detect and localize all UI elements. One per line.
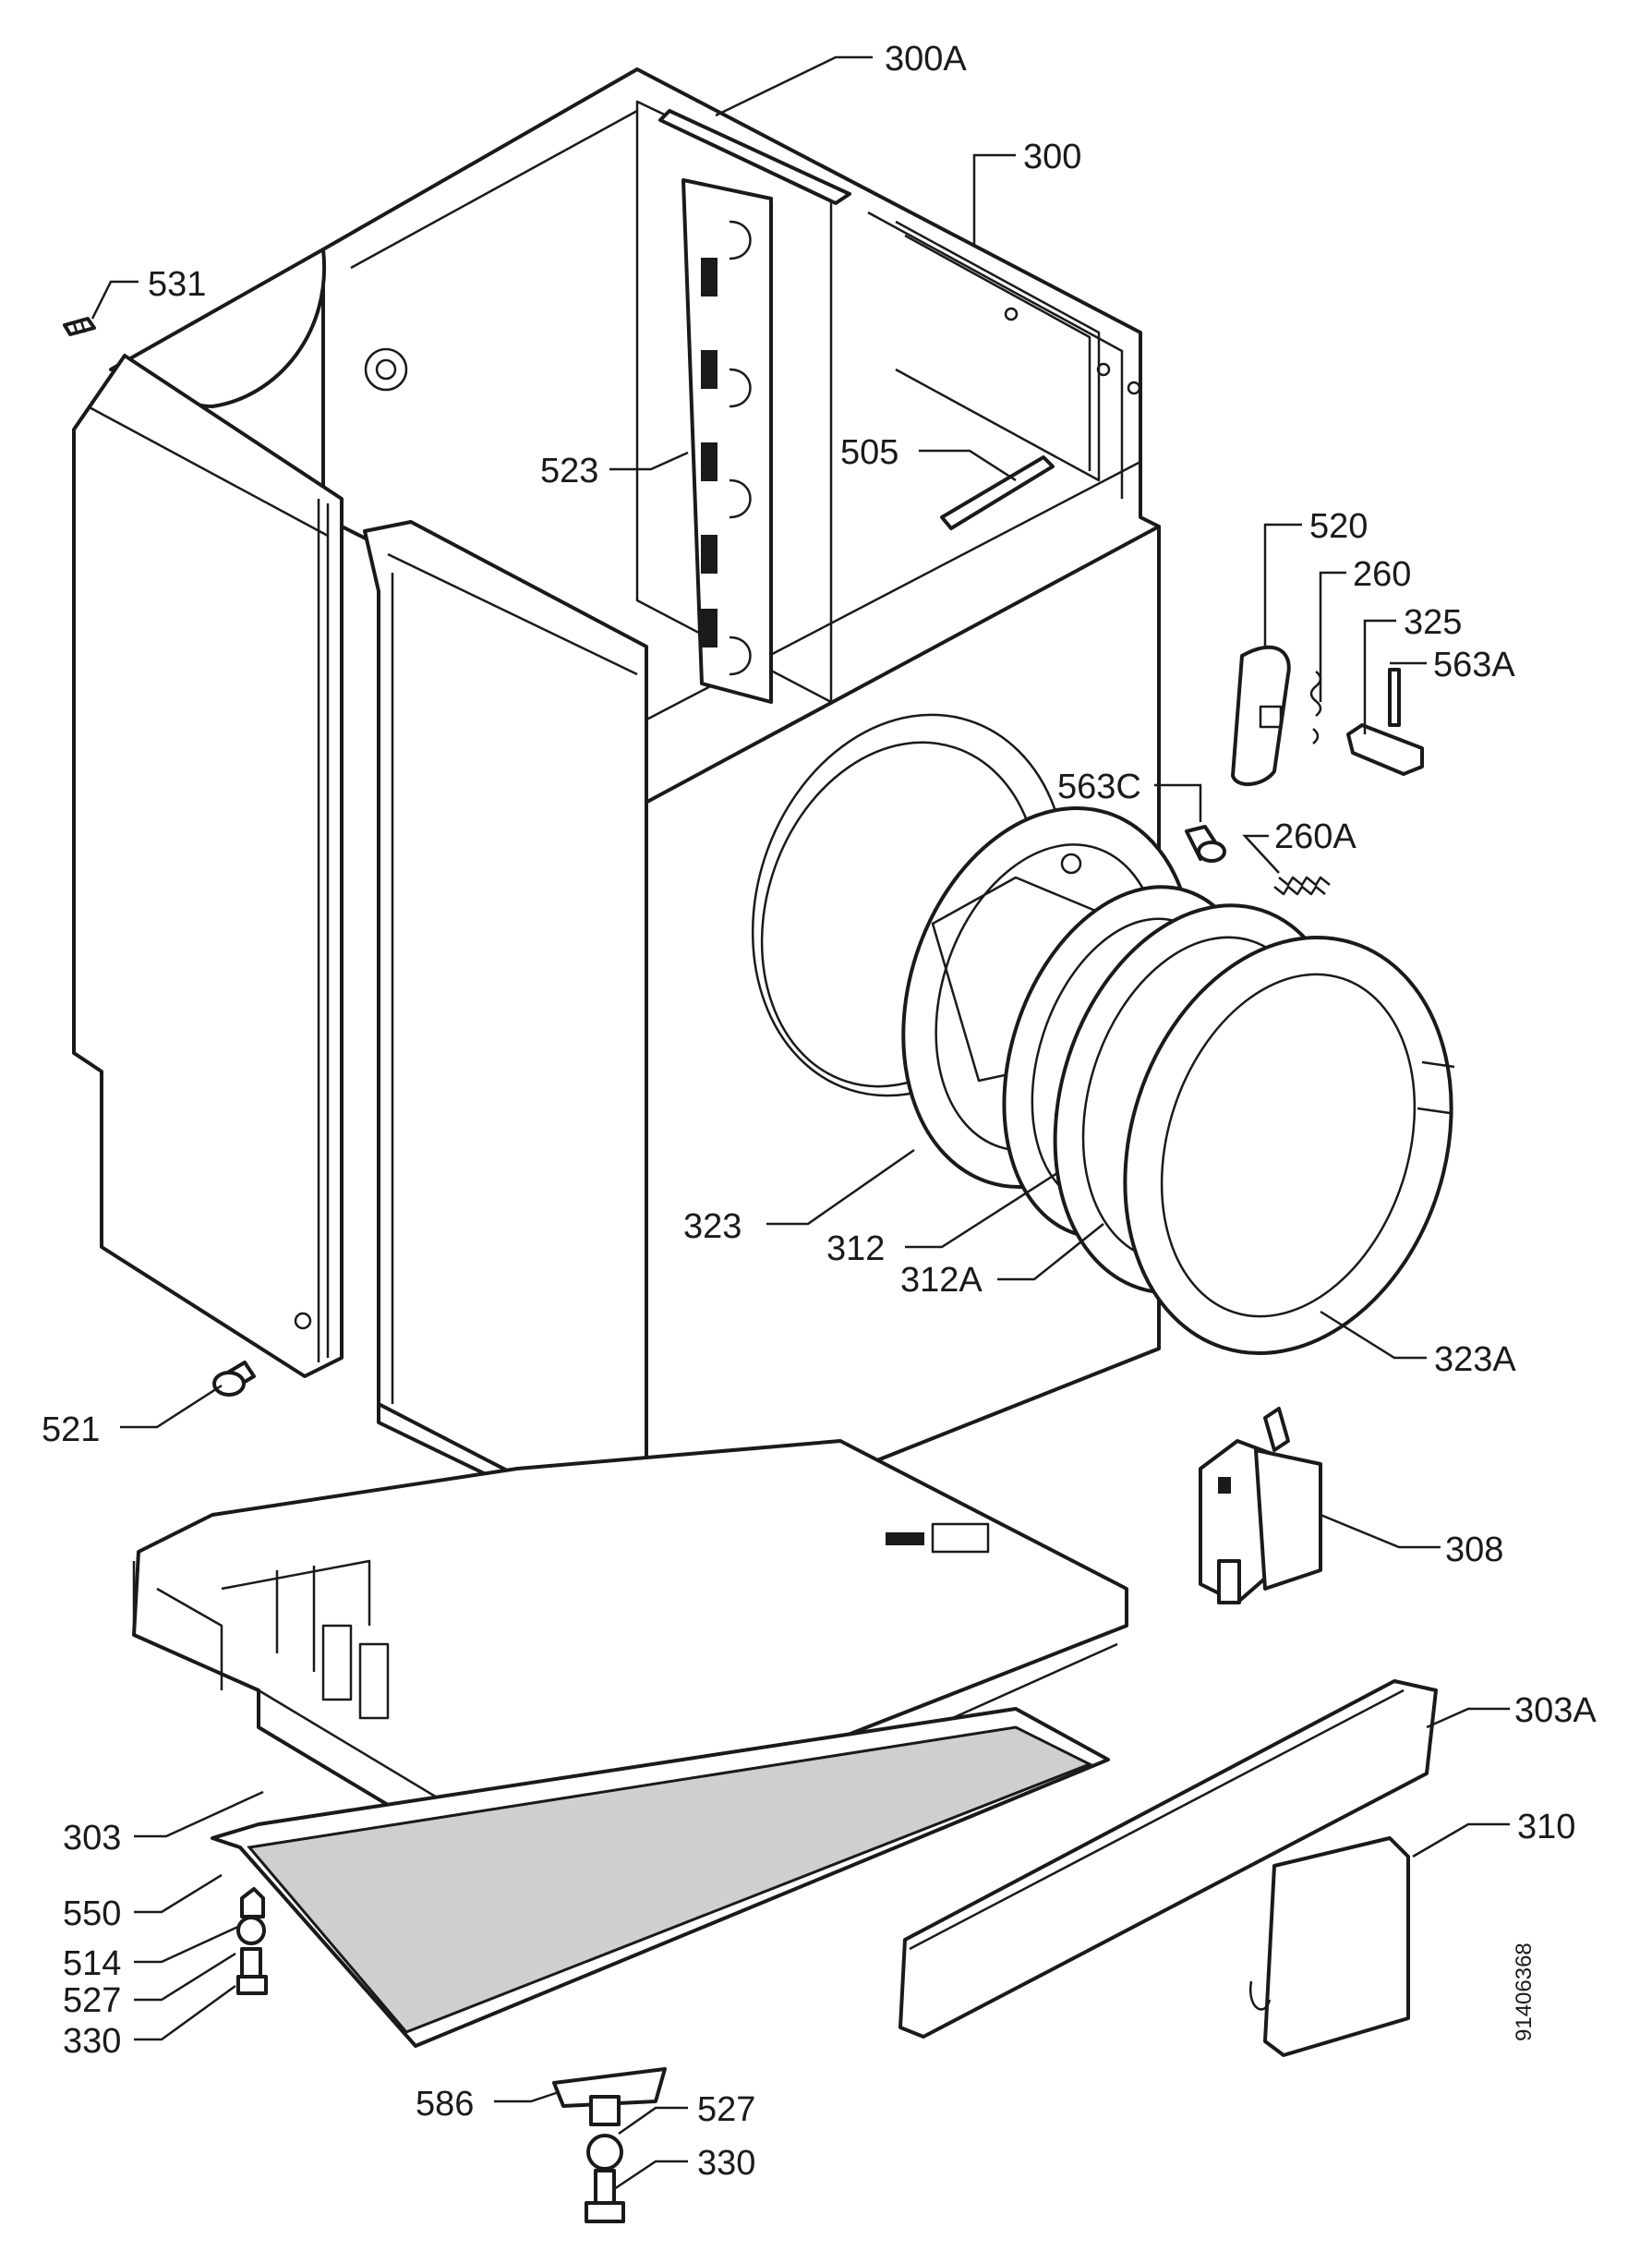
- kick-plate: [898, 1679, 1438, 2039]
- callout-521: 521: [42, 1410, 100, 1449]
- foot-assembly-bottom: [552, 2067, 667, 2223]
- callout-300: 300: [1023, 138, 1081, 176]
- callout-310: 310: [1517, 1808, 1575, 1846]
- callout-563a: 563A: [1433, 646, 1515, 684]
- callout-550: 550: [63, 1894, 121, 1933]
- callout-505: 505: [840, 433, 898, 472]
- hinge-spring-260a: [1273, 876, 1331, 896]
- callout-260a: 260A: [1274, 817, 1357, 856]
- base-tray: [211, 1707, 1110, 2048]
- callout-303a: 303A: [1514, 1691, 1597, 1730]
- callout-300a: 300A: [885, 40, 967, 79]
- callout-312: 312: [826, 1229, 885, 1268]
- callout-531: 531: [148, 265, 206, 304]
- door-outer-ring: [1123, 936, 1455, 1355]
- callout-527-bottom: 527: [697, 2090, 755, 2129]
- callout-514: 514: [63, 1944, 121, 1983]
- door-pin: [1388, 668, 1401, 727]
- callout-323: 323: [683, 1207, 742, 1246]
- door-spring: [1309, 671, 1322, 744]
- screw-531: [63, 317, 96, 336]
- left-side-panel: [72, 354, 344, 1378]
- callout-323a: 323A: [1434, 1340, 1516, 1379]
- callout-330-bottom: 330: [697, 2144, 755, 2183]
- callout-303: 303: [63, 1819, 121, 1858]
- rear-rail: [681, 178, 773, 704]
- service-flap: [1248, 1836, 1410, 2057]
- callout-527-left: 527: [63, 1981, 121, 2020]
- door-handle: [1231, 645, 1291, 787]
- hinge-pin-563c: [1185, 825, 1226, 863]
- callout-325: 325: [1404, 603, 1462, 642]
- top-cross-bar: [658, 109, 851, 205]
- leader-lines: [90, 55, 1510, 2191]
- callout-586: 586: [416, 2085, 474, 2124]
- door-lever: [1346, 723, 1424, 776]
- callout-523: 523: [540, 452, 598, 490]
- door-hinge: [1199, 1407, 1322, 1604]
- callout-312a: 312A: [900, 1261, 983, 1300]
- center-side-panel: [363, 520, 648, 1544]
- callout-260: 260: [1353, 555, 1411, 594]
- foot-assembly-left: [236, 1887, 268, 1995]
- callout-563c: 563C: [1057, 768, 1141, 806]
- document-number: 91406368: [1512, 1942, 1537, 2041]
- callout-520: 520: [1309, 507, 1368, 546]
- callout-308: 308: [1445, 1531, 1503, 1569]
- screw-521: [212, 1361, 256, 1397]
- callout-330-left: 330: [63, 2022, 121, 2061]
